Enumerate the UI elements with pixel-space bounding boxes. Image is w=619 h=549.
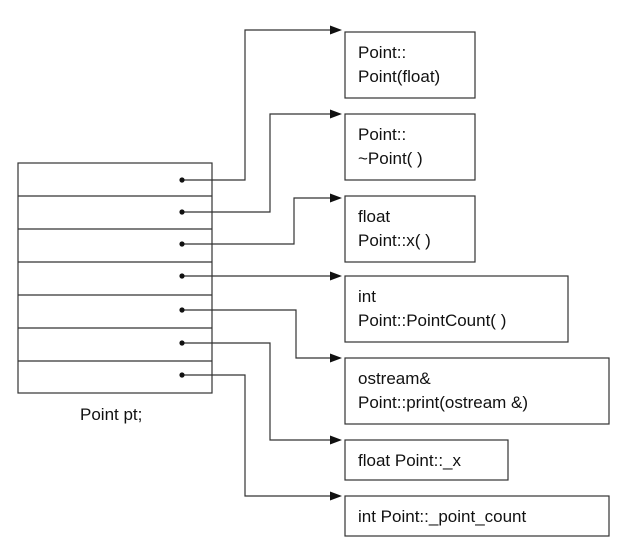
connector-slot-4 <box>182 309 330 359</box>
member-text-line: int <box>358 287 376 306</box>
connector-slot-2 <box>182 197 330 245</box>
member-text-line: Point::PointCount( ) <box>358 311 506 330</box>
member-box-outline <box>344 195 476 263</box>
member-box-outline <box>344 357 610 425</box>
member-text-line: int Point::_point_count <box>358 507 527 526</box>
member-box-point-count-static: int Point::_point_count <box>344 495 610 537</box>
object-block <box>17 162 213 394</box>
slot-pointer-dot <box>179 209 185 215</box>
arrowhead-4 <box>330 353 342 363</box>
slot-pointer-dot <box>179 273 185 279</box>
member-text-line: float <box>358 207 390 226</box>
member-text-line: Point(float) <box>358 67 440 86</box>
slot-pointer-dot <box>179 372 185 378</box>
connector-slot-1 <box>182 113 330 213</box>
connectors <box>182 25 342 501</box>
member-box-point-count: int Point::PointCount( ) <box>344 275 569 343</box>
slot-pointer-dot <box>179 340 185 346</box>
member-text-line: float Point::_x <box>358 451 462 470</box>
member-box-point-ctor: Point:: Point(float) <box>344 31 476 99</box>
slot-pointer-dot <box>179 307 185 313</box>
member-text-line: Point:: <box>358 125 406 144</box>
arrowhead-6 <box>330 491 342 501</box>
arrowhead-0 <box>330 25 342 35</box>
arrowhead-2 <box>330 193 342 203</box>
member-text-line: ~Point( ) <box>358 149 423 168</box>
object-outline <box>17 162 213 394</box>
member-box-point-x: float Point::x( ) <box>344 195 476 263</box>
member-box-outline <box>344 495 610 537</box>
object-caption: Point pt; <box>80 405 142 424</box>
member-box-outline <box>344 275 569 343</box>
member-box-outline <box>344 113 476 181</box>
slot-dots <box>179 177 185 378</box>
member-box-x: float Point::_x <box>344 439 509 481</box>
arrowhead-3 <box>330 271 342 281</box>
connector-slot-0 <box>182 29 330 181</box>
member-text-line: Point::print(ostream &) <box>358 393 528 412</box>
slot-pointer-dot <box>179 241 185 247</box>
connector-slot-6 <box>182 374 330 497</box>
arrowhead-5 <box>330 435 342 445</box>
member-box-print: ostream& Point::print(ostream &) <box>344 357 610 425</box>
member-box-outline <box>344 31 476 99</box>
member-box-point-dtor: Point:: ~Point( ) <box>344 113 476 181</box>
member-text-line: Point::x( ) <box>358 231 431 250</box>
member-text-line: ostream& <box>358 369 431 388</box>
member-box-outline <box>344 439 509 481</box>
slot-pointer-dot <box>179 177 185 183</box>
connector-slot-5 <box>182 342 330 441</box>
member-text-line: Point:: <box>358 43 406 62</box>
arrowhead-1 <box>330 109 342 119</box>
